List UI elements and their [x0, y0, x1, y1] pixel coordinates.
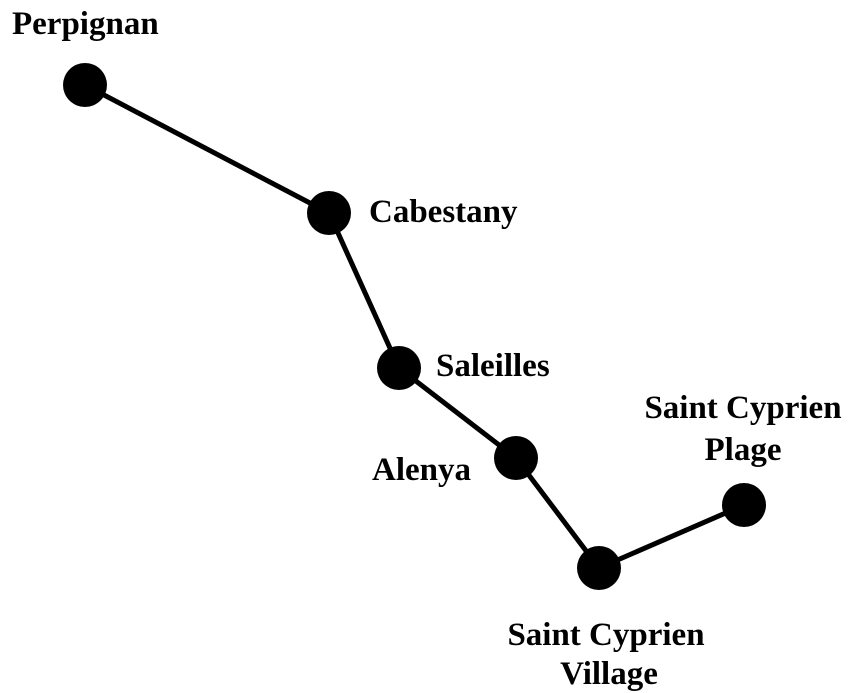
stop-label-saint-cyprien-plage-line2: Plage	[705, 432, 782, 468]
route-line	[83, 82, 745, 572]
stop-dot-saleilles	[377, 346, 421, 390]
stop-dot-saint-cyprien-village	[577, 546, 621, 590]
stop-label-saint-cyprien-plage-line1: Saint Cyprien	[644, 390, 841, 426]
stop-label-perpignan: Perpignan	[12, 6, 159, 42]
stop-label-saleilles: Saleilles	[436, 348, 550, 384]
stop-dot-perpignan	[63, 63, 107, 107]
stop-label-cabestany: Cabestany	[369, 194, 518, 230]
stop-dot-cabestany	[307, 191, 351, 235]
stop-dot-alenya	[494, 436, 538, 480]
stop-label-alenya: Alenya	[372, 452, 471, 488]
stop-label-saint-cyprien-village-line1: Saint Cyprien	[507, 617, 704, 653]
stop-dot-saint-cyprien-plage	[722, 483, 766, 527]
stop-label-saint-cyprien-village-line2: Village	[560, 656, 658, 692]
